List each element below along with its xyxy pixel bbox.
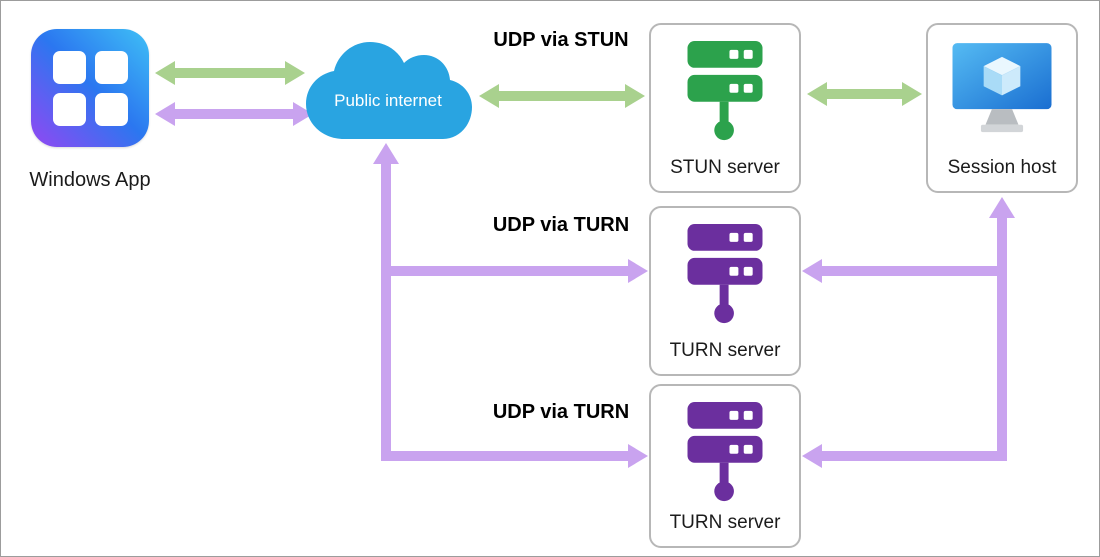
udp-via-turn-1-label: UDP via TURN <box>492 214 630 236</box>
turn-server-icon <box>687 224 763 324</box>
session-host-icon <box>952 43 1052 133</box>
windows-logo <box>52 50 128 126</box>
arrow-app-internet-purple <box>155 102 313 126</box>
arrow-left-head <box>802 444 822 468</box>
stun-server-label: STUN server <box>670 157 780 178</box>
turn-server-2-label: TURN server <box>669 512 781 533</box>
turn-server-2-node: TURN server <box>649 384 801 548</box>
arrow-right-head <box>628 444 648 468</box>
arrow-up-head <box>373 143 399 164</box>
arrow-internet-down-purple <box>372 143 400 461</box>
windows-app-icon <box>31 29 149 147</box>
udp-via-stun-label: UDP via STUN <box>493 29 629 51</box>
arrow-sessionhost-down-purple <box>988 197 1016 461</box>
session-host-node: Session host <box>926 23 1078 193</box>
turn-server-1-node: TURN server <box>649 206 801 376</box>
arrow-sessionhost-to-turn1 <box>802 259 1007 283</box>
public-internet-node: Public internet <box>297 35 479 147</box>
public-internet-label: Public internet <box>334 91 442 110</box>
cloud-icon <box>306 42 472 139</box>
arrow-internet-stun <box>479 84 645 108</box>
udp-via-turn-2-label: UDP via TURN <box>492 401 630 423</box>
arrow-stun-sessionhost <box>807 82 922 106</box>
stun-server-icon <box>687 41 763 141</box>
arrow-internet-to-turn1 <box>381 259 648 283</box>
arrow-right-head <box>628 259 648 283</box>
windows-app-label: Windows App <box>29 169 151 191</box>
stun-server-node: STUN server <box>649 23 801 193</box>
session-host-label: Session host <box>947 157 1057 178</box>
arrow-sessionhost-to-turn2 <box>802 444 1007 468</box>
arrow-internet-to-turn2 <box>381 444 648 468</box>
arrow-up-head <box>989 197 1015 218</box>
turn-server-1-label: TURN server <box>669 340 781 361</box>
turn-server-icon <box>687 402 763 502</box>
arrow-app-internet-green <box>155 61 305 85</box>
arrow-left-head <box>802 259 822 283</box>
